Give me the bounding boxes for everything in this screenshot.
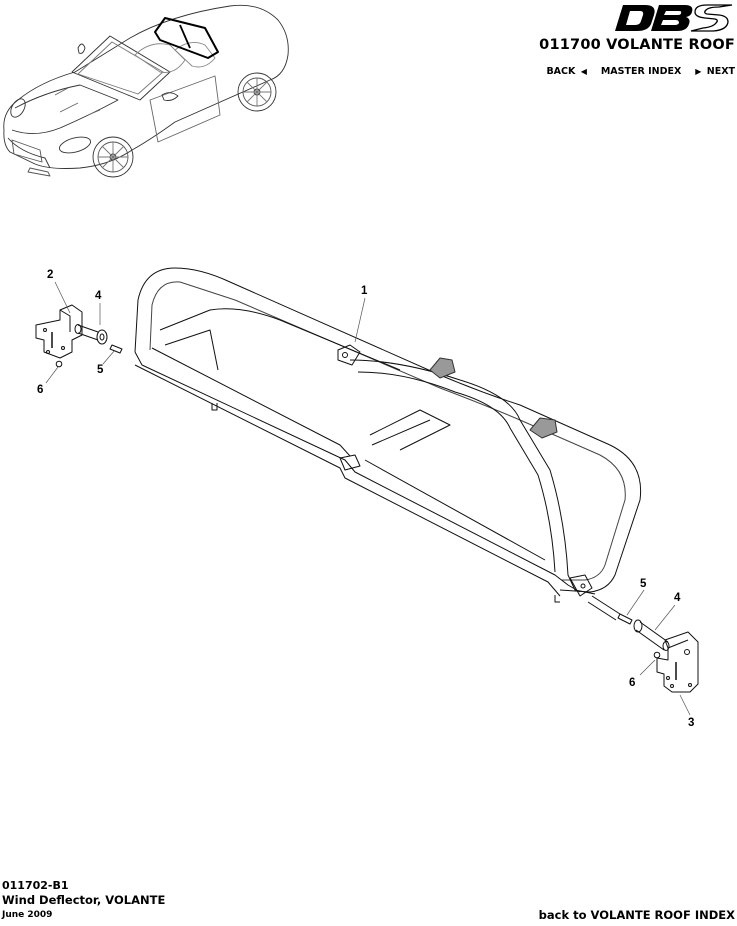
- callout-1: 1: [361, 285, 368, 297]
- back-to-index-link[interactable]: back to VOLANTE ROOF INDEX: [538, 908, 735, 922]
- next-label: NEXT: [706, 66, 735, 77]
- publication-date: June 2009: [2, 910, 53, 920]
- triangle-left-icon: ◀: [580, 67, 587, 76]
- callout-5-right: 5: [640, 578, 647, 590]
- callout-5-left: 5: [97, 364, 104, 376]
- page-title: Wind Deflector, VOLANTE: [2, 893, 166, 907]
- callout-6-left: 6: [37, 384, 44, 396]
- callout-3: 3: [688, 717, 695, 729]
- back-link[interactable]: BACK ◀: [546, 66, 588, 77]
- dbs-logo: [615, 2, 733, 34]
- navigation-bar: BACK ◀ MASTER INDEX ▶ NEXT: [546, 66, 735, 77]
- wind-deflector-exploded-diagram: [0, 250, 737, 750]
- callout-2: 2: [47, 269, 54, 281]
- next-link[interactable]: ▶ NEXT: [693, 66, 735, 77]
- car-overview-illustration: [0, 0, 300, 190]
- master-index-link[interactable]: MASTER INDEX: [600, 66, 682, 77]
- callout-4-right: 4: [674, 592, 681, 604]
- part-code: 011702-B1: [2, 879, 69, 892]
- callout-4-left: 4: [95, 290, 102, 302]
- triangle-right-icon: ▶: [695, 67, 702, 76]
- section-title: 011700 VOLANTE ROOF: [539, 37, 735, 53]
- callout-6-right: 6: [629, 677, 636, 689]
- back-label: BACK: [546, 66, 576, 77]
